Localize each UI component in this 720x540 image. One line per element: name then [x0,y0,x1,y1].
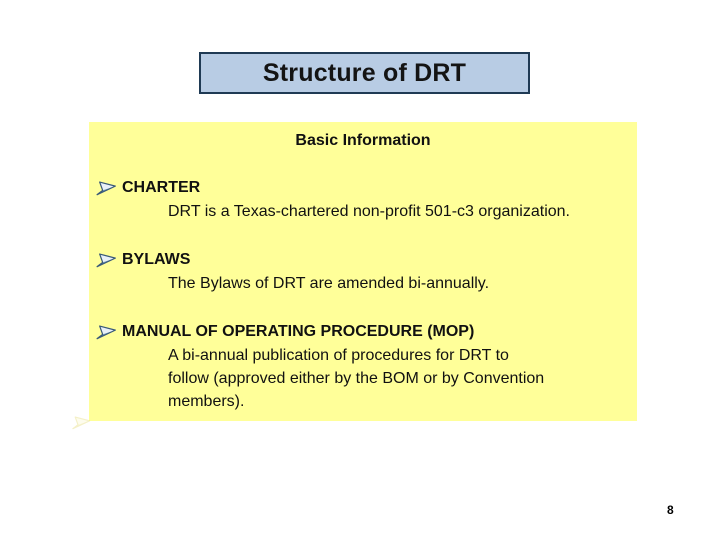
bullet-arrow-icon [95,250,122,270]
list-item-label: BYLAWS [122,251,191,268]
list-item-body: A bi-annual publication of procedures fo… [168,347,545,410]
bullet-arrow-icon [95,178,122,198]
ghost-bullet-arrow-icon [71,414,92,437]
list-item-charter: CHARTER DRT is a Texas-chartered non-pro… [89,176,637,223]
list-item-label: CHARTER [122,179,201,196]
bullet-arrow-icon [95,322,122,342]
list-item-heading: MANUAL OF OPERATING PROCEDURE (MOP) [89,320,637,344]
list-item-bylaws: BYLAWS The Bylaws of DRT are amended bi-… [89,248,637,295]
list-item-body: DRT is a Texas-chartered non-profit 501-… [168,203,570,220]
panel-heading: Basic Information [295,132,431,149]
slide-title-box: Structure of DRT [199,52,530,94]
list-item-heading: BYLAWS [89,248,637,272]
list-item-mop: MANUAL OF OPERATING PROCEDURE (MOP) A bi… [89,320,637,413]
slide-title: Structure of DRT [262,58,467,87]
basic-information-panel: Basic Information CHARTER DRT is a Texas… [89,122,637,421]
list-item-label: MANUAL OF OPERATING PROCEDURE (MOP) [122,323,475,340]
page-number: 8 [667,503,674,517]
list-item-heading: CHARTER [89,176,637,200]
list-item-body: The Bylaws of DRT are amended bi-annuall… [168,275,490,292]
